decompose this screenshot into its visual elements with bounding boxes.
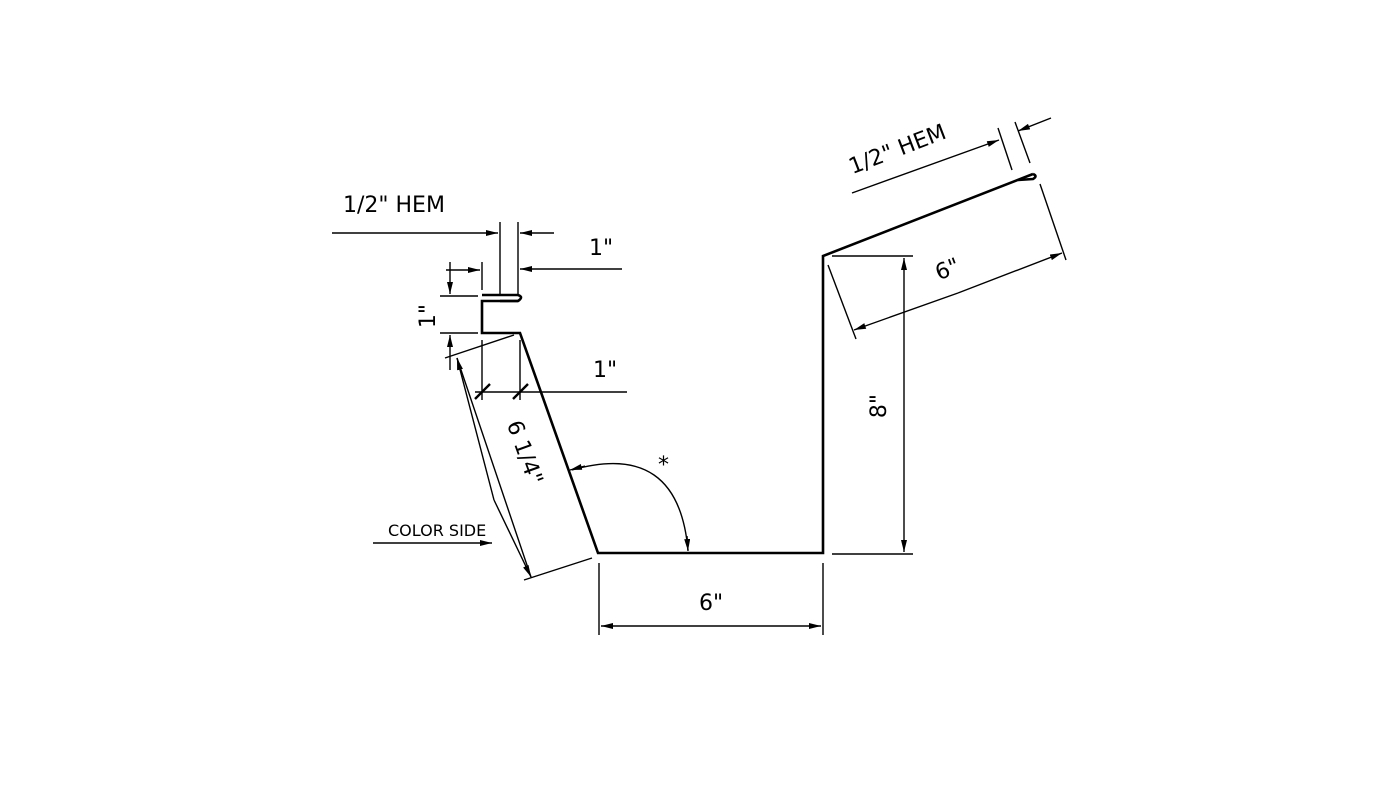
angle-dimension: *	[569, 453, 691, 552]
back-height-label: 8"	[867, 394, 892, 418]
right-hem-label: 1/2" HEM	[846, 120, 950, 180]
angle-marker: *	[658, 453, 669, 478]
left-hem-dimension: 1/2" HEM	[332, 193, 554, 296]
slanted-face-label: 6 1/4"	[501, 417, 547, 488]
bottom-width-dimension: 6"	[598, 563, 824, 635]
left-hem-label: 1/2" HEM	[343, 193, 445, 218]
top-offset-label: 1"	[589, 236, 613, 261]
color-side-label: COLOR SIDE	[388, 521, 486, 540]
vertical-step-label: 1"	[416, 304, 441, 328]
top-offset-dimension: 1"	[520, 236, 622, 272]
color-side-indicator: COLOR SIDE	[373, 521, 492, 546]
horizontal-step-dimension: 1"	[474, 340, 627, 400]
back-height-dimension: 8"	[832, 255, 913, 555]
gutter-profile-outline	[480, 172, 1037, 555]
right-hem-dimension: 1/2" HEM	[846, 117, 1052, 194]
horizontal-step-label: 1"	[593, 358, 617, 383]
back-flange-label: 6"	[932, 254, 963, 286]
vertical-step-dimension: 1"	[416, 262, 483, 370]
bottom-width-label: 6"	[699, 591, 723, 616]
